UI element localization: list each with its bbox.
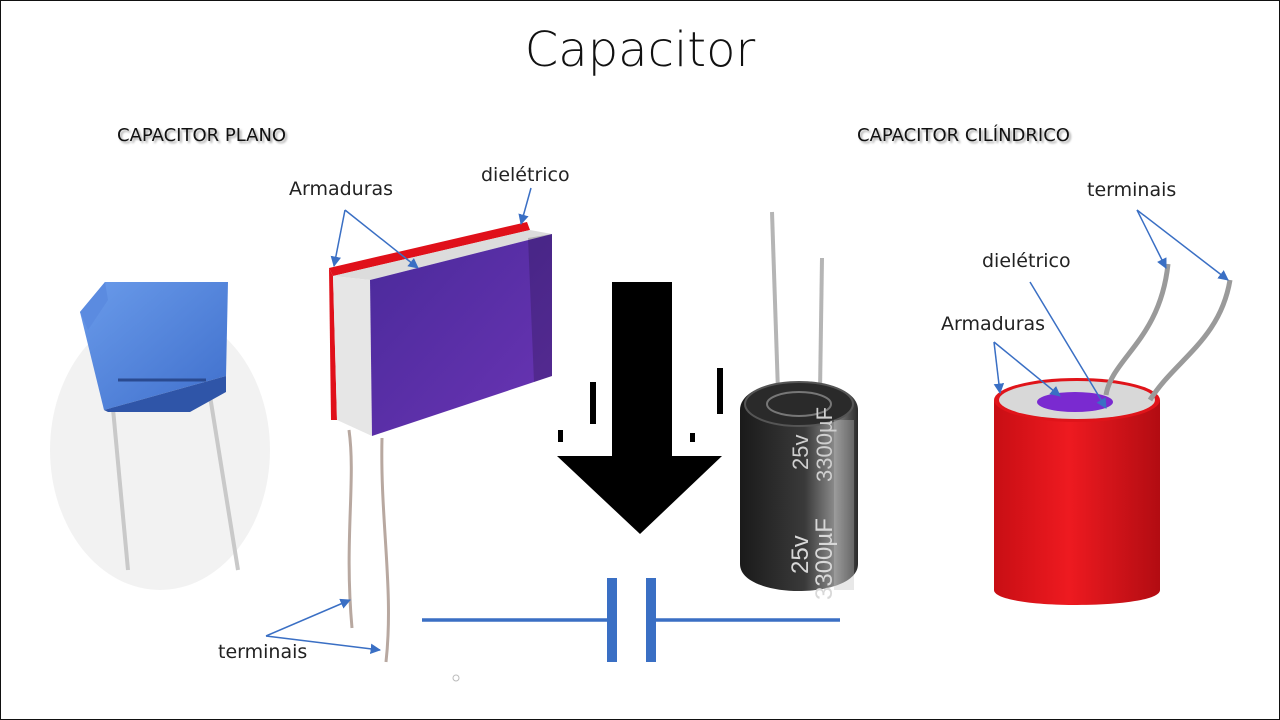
capacitor-symbol [422,578,840,662]
label-dieletrico-cilindrico: dielétrico [982,250,1071,272]
pointer-lines-cilindrico [993,209,1229,409]
label-armaduras-plano: Armaduras [289,178,394,200]
slide-title: Capacitor [524,22,756,78]
elec-capacitance-mark: 3300µF [811,518,838,600]
heading-cilindrico: CAPACITOR CILÍNDRICO [857,125,1070,146]
down-arrow-icon [557,282,723,534]
elec-voltage-mark-top: 25v [788,435,813,470]
label-armaduras-cilindrico: Armaduras [941,313,1046,335]
elec-capacitance-mark-top: 3300µF [812,407,837,482]
electrolytic-capacitor-image [740,211,858,591]
pointer-lines-plano [265,187,532,655]
heading-plano: CAPACITOR PLANO [117,125,287,146]
plate-capacitor-diagram [329,222,552,663]
film-capacitor-image [50,282,270,590]
label-dieletrico-plano: dielétrico [481,164,570,186]
cylinder-capacitor-diagram [994,263,1233,605]
stray-dot [452,674,460,682]
label-terminais-cilindrico: terminais [1087,179,1177,201]
label-terminais-plano: terminais [218,641,308,663]
elec-voltage-mark: 25v [787,535,814,574]
